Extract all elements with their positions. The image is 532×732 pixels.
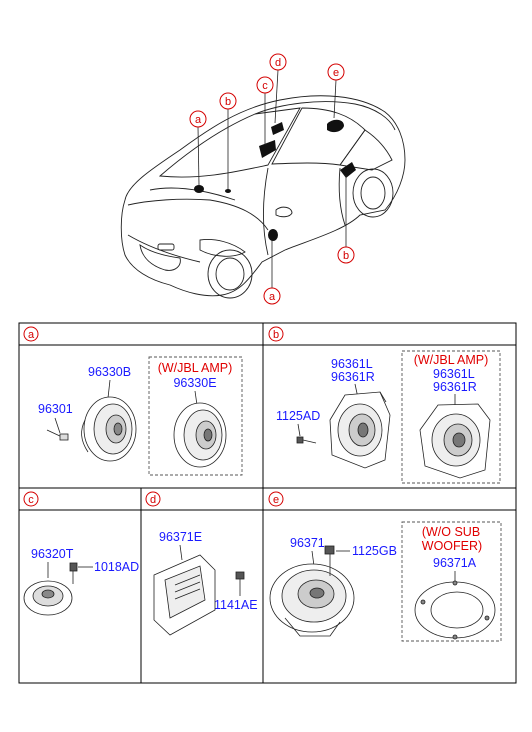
callout-a-front-door[interactable]: a <box>189 110 207 128</box>
callout-c-dash[interactable]: b <box>219 92 237 110</box>
section-c-header: c <box>23 491 39 507</box>
svg-text:d: d <box>150 494 156 506</box>
section-b-header: b <box>268 326 284 342</box>
variant-label-a: (W/JBL AMP) <box>158 361 233 375</box>
speaker-96361-jbl <box>419 403 491 479</box>
svg-text:b: b <box>273 329 279 341</box>
amplifier-96371E <box>153 554 216 636</box>
svg-text:e: e <box>273 494 279 506</box>
speaker-96330E <box>173 402 227 468</box>
svg-text:c: c <box>28 494 34 506</box>
car-leader-lines <box>197 69 347 288</box>
screw-1125AD <box>296 436 317 444</box>
callout-d-amplifier[interactable]: c <box>256 76 274 94</box>
screw-1141AE <box>235 571 245 586</box>
part-96361L-jbl[interactable]: 96361L <box>433 367 475 381</box>
part-96371E[interactable]: 96371E <box>159 530 202 544</box>
section-a-header: a <box>23 326 39 342</box>
svg-text:d: d <box>275 57 281 69</box>
part-96330B[interactable]: 96330B <box>88 365 131 379</box>
callout-b-rear-side[interactable]: b <box>337 246 355 264</box>
car-speaker-markers <box>194 119 356 241</box>
screw-1125GB <box>324 545 335 576</box>
section-headers: a b c d e <box>23 326 284 507</box>
tweeter-plug-96301 <box>46 429 69 441</box>
svg-text:a: a <box>195 114 202 126</box>
part-96371A[interactable]: 96371A <box>433 556 477 570</box>
part-96301[interactable]: 96301 <box>38 402 73 416</box>
car-illustration <box>120 95 406 299</box>
part-96320T[interactable]: 96320T <box>31 547 74 561</box>
variant-box-e <box>401 521 502 642</box>
woofer-96371 <box>269 563 355 637</box>
svg-text:e: e <box>333 67 339 79</box>
section-a: 96330B 96301 (W/JBL AMP) 96330E <box>38 356 243 476</box>
part-96361R[interactable]: 96361R <box>331 370 375 384</box>
section-b: 96361L 96361R 1125AD (W/JBL AMP) 96361L … <box>276 350 501 484</box>
callout-a-door-lower[interactable]: a <box>263 287 281 305</box>
part-1018AD[interactable]: 1018AD <box>94 560 139 574</box>
part-1125GB[interactable]: 1125GB <box>352 544 397 558</box>
part-96330E[interactable]: 96330E <box>173 376 216 390</box>
woofer-ring-96371A <box>414 580 496 640</box>
variant-label-e-line1: (W/O SUB <box>422 525 480 539</box>
section-d: 96371E 1141AE <box>153 530 258 636</box>
tweeter-96320T <box>23 580 73 616</box>
car-callouts: a b c d e b a <box>189 53 355 305</box>
parts-table-grid <box>18 322 517 684</box>
part-1141AE[interactable]: 1141AE <box>214 598 258 612</box>
variant-label-b: (W/JBL AMP) <box>414 353 489 367</box>
part-96361L[interactable]: 96361L <box>331 357 373 371</box>
speaker-96361 <box>329 391 391 469</box>
svg-text:b: b <box>343 250 349 262</box>
svg-text:a: a <box>269 291 276 303</box>
callout-e-woofer[interactable]: e <box>327 63 345 81</box>
svg-text:b: b <box>225 96 231 108</box>
part-1125AD[interactable]: 1125AD <box>276 409 320 423</box>
part-96361R-jbl[interactable]: 96361R <box>433 380 477 394</box>
callout-b-rear-top[interactable]: d <box>269 53 287 71</box>
screw-1018AD <box>69 562 78 584</box>
section-e: 96371 1125GB (W/O SUB WOOFER) 96371A <box>269 521 502 642</box>
part-96371[interactable]: 96371 <box>290 536 325 550</box>
speaker-96330B <box>81 396 137 462</box>
section-c: 96320T 1018AD <box>23 547 139 616</box>
section-d-header: d <box>145 491 161 507</box>
section-e-header: e <box>268 491 284 507</box>
variant-label-e-line2: WOOFER) <box>422 539 482 553</box>
svg-text:a: a <box>28 329 35 341</box>
svg-text:c: c <box>262 80 268 92</box>
variant-box-a <box>148 356 243 476</box>
